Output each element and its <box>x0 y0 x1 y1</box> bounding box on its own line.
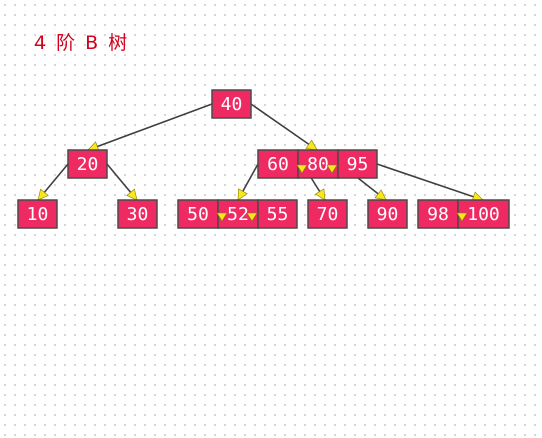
key-label-80: 80 <box>307 154 329 175</box>
key-label-40: 40 <box>221 94 243 115</box>
edge-root-to-n20 <box>87 103 213 151</box>
key-label-10: 10 <box>27 204 49 225</box>
key-box-90 <box>367 199 408 229</box>
key-label-30: 30 <box>127 204 149 225</box>
edge-n60-80-95-to-leaf98-100 <box>376 163 484 201</box>
tree-node-leaf30: 30 <box>117 199 158 229</box>
key-label-60: 60 <box>267 154 289 175</box>
key-box-20 <box>67 149 108 179</box>
arrowhead-leaf30-icon <box>126 188 138 201</box>
key-box-98 <box>417 199 459 229</box>
tree-node-leaf70: 70 <box>307 199 348 229</box>
key-box-60 <box>257 149 299 179</box>
arrowhead-n60-80-95-icon <box>305 139 318 151</box>
key-label-100: 100 <box>467 204 500 225</box>
key-box-55 <box>257 199 298 229</box>
edges-layer <box>37 103 484 202</box>
key-label-95: 95 <box>347 154 369 175</box>
diagram-title: 4 阶 B 树 <box>34 32 130 54</box>
key-label-20: 20 <box>77 154 99 175</box>
key-box-10 <box>17 199 58 229</box>
pointer-marker-icon <box>246 212 258 222</box>
arrowhead-leaf90-icon <box>374 189 387 201</box>
pointer-marker-icon <box>456 212 468 222</box>
key-box-95 <box>337 149 378 179</box>
pointer-marker-icon <box>326 164 338 174</box>
tree-node-root: 40 <box>211 89 252 119</box>
tree-node-leaf10: 10 <box>17 199 58 229</box>
key-label-52: 52 <box>227 204 249 225</box>
tree-node-n20: 20 <box>67 149 108 179</box>
key-label-70: 70 <box>317 204 339 225</box>
key-label-90: 90 <box>377 204 399 225</box>
key-box-70 <box>307 199 348 229</box>
key-label-55: 55 <box>267 204 289 225</box>
edge-root-to-n60-80-95 <box>250 103 318 151</box>
arrowhead-leaf50-52-55-icon <box>237 188 248 201</box>
key-box-40 <box>211 89 252 119</box>
arrowhead-leaf70-icon <box>314 188 326 201</box>
key-box-30 <box>117 199 158 229</box>
seam-markers-layer <box>216 164 468 222</box>
tree-node-n60-80-95: 60 80 95 <box>257 149 378 179</box>
tree-node-leaf50-52-55: 50 52 55 <box>177 199 298 229</box>
tree-node-leaf90: 90 <box>367 199 408 229</box>
arrowhead-leaf10-icon <box>37 188 49 201</box>
key-label-50: 50 <box>187 204 209 225</box>
pointer-marker-icon <box>296 164 308 174</box>
pointer-marker-icon <box>216 212 228 222</box>
key-label-98: 98 <box>427 204 449 225</box>
nodes-layer: 40 20 60 80 95 10 30 50 52 55 70 90 98 100 <box>17 89 510 229</box>
